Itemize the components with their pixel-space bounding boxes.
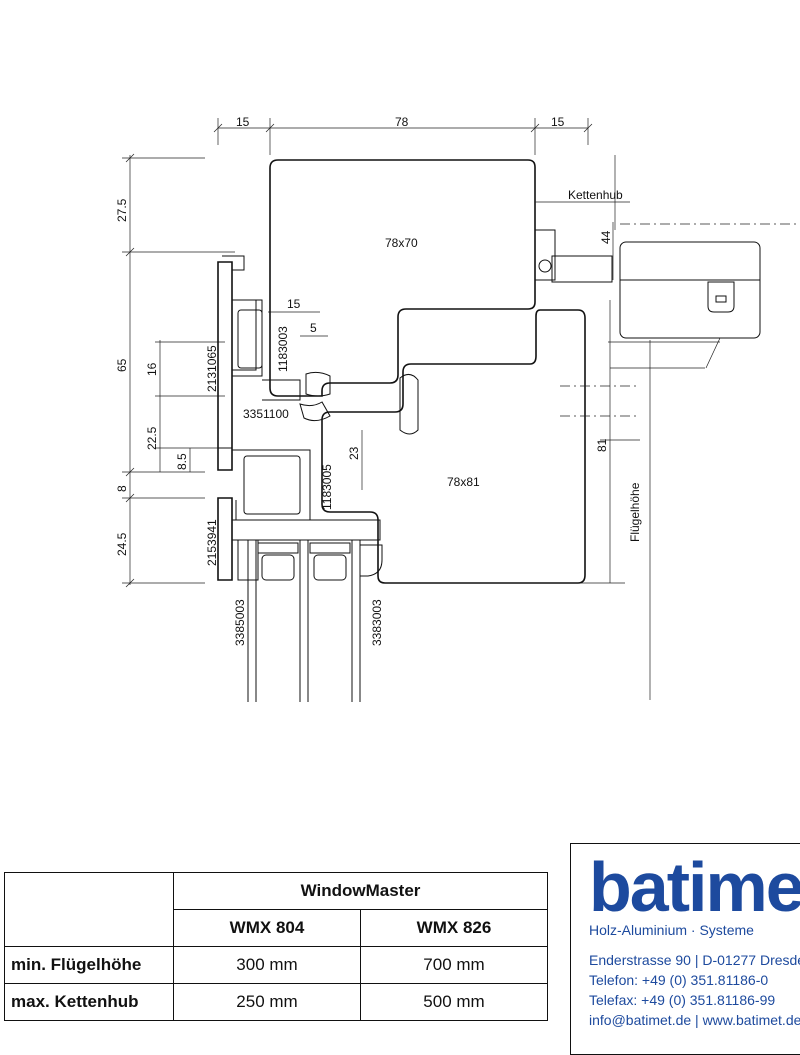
section-label-upper: 78x70 xyxy=(385,236,418,250)
dim-15-inner: 15 xyxy=(287,297,301,311)
row-value-a: 300 mm xyxy=(173,946,361,984)
table-corner xyxy=(4,872,174,947)
company-address: Enderstrasse 90 | D-01277 Dresden xyxy=(589,952,800,968)
row-label: min. Flügelhöhe xyxy=(4,946,174,984)
spec-table: WindowMaster WMX 804 WMX 826 min. Flügel… xyxy=(4,872,548,1021)
dim-left-2: 65 xyxy=(115,358,129,372)
part-3385003: 3385003 xyxy=(233,599,247,646)
model-a-header: WMX 804 xyxy=(173,909,361,947)
dim-top-middle: 78 xyxy=(395,115,409,129)
part-2153941: 2153941 xyxy=(205,519,219,566)
row-value-b: 700 mm xyxy=(360,946,548,984)
part-1183003: 1183003 xyxy=(276,326,290,372)
row-value-b: 500 mm xyxy=(360,983,548,1021)
company-fax: Telefax: +49 (0) 351.81186-99 xyxy=(589,992,776,1008)
table-row: min. Flügelhöhe 300 mm 700 mm xyxy=(4,946,548,984)
dim-5: 5 xyxy=(310,321,317,335)
model-b-header: WMX 826 xyxy=(360,909,548,947)
company-contact[interactable]: info@batimet.de | www.batimet.de xyxy=(589,1012,800,1028)
left-dimension-chain: 27.5 65 8 24.5 xyxy=(115,153,235,588)
company-phone: Telefon: +49 (0) 351.81186-0 xyxy=(589,972,769,988)
row-value-a: 250 mm xyxy=(173,983,361,1021)
chain-actuator xyxy=(535,155,800,369)
label-fluegelhoehe: Flügelhöhe xyxy=(628,482,642,542)
table-brand-header: WindowMaster xyxy=(173,872,548,910)
dim-left-3: 8 xyxy=(115,485,129,492)
table-row: max. Kettenhub 250 mm 500 mm xyxy=(4,983,548,1021)
part-2131065: 2131065 xyxy=(205,345,219,392)
company-logo: batimet xyxy=(589,848,800,926)
dim-left-1: 27.5 xyxy=(115,198,129,222)
reference-lines xyxy=(560,340,651,700)
part-3383003: 3383003 xyxy=(370,599,384,646)
upper-section-outline xyxy=(269,159,536,397)
frame-profiles xyxy=(217,255,419,581)
lower-section-outline xyxy=(321,309,586,584)
dim-22-5: 22.5 xyxy=(145,426,159,450)
dim-23: 23 xyxy=(347,446,361,460)
company-tagline: Holz-Aluminium · Systeme xyxy=(589,922,754,938)
part-1183005: 1183005 xyxy=(320,464,334,510)
glazing xyxy=(247,540,383,702)
dim-16: 16 xyxy=(145,362,159,376)
section-drawing: 15 78 15 27.5 65 8 24.5 16 22.5 8.5 15 5 xyxy=(115,115,800,702)
top-dimension-chain: 15 78 15 xyxy=(213,115,593,155)
label-kettenhub: Kettenhub xyxy=(568,188,623,202)
dim-8-5: 8.5 xyxy=(175,453,189,470)
company-box: batimet Holz-Aluminium · Systeme Enderst… xyxy=(570,843,800,1055)
dim-81: 81 xyxy=(595,438,609,452)
dim-44: 44 xyxy=(599,230,613,244)
dim-top-left: 15 xyxy=(236,115,250,129)
row-label: max. Kettenhub xyxy=(4,983,174,1021)
dim-top-right: 15 xyxy=(551,115,565,129)
section-label-lower: 78x81 xyxy=(447,475,480,489)
inner-dimensions: 16 22.5 8.5 15 5 23 44 81 xyxy=(145,222,625,584)
part-3351100: 3351100 xyxy=(243,407,289,421)
dim-left-4: 24.5 xyxy=(115,532,129,556)
